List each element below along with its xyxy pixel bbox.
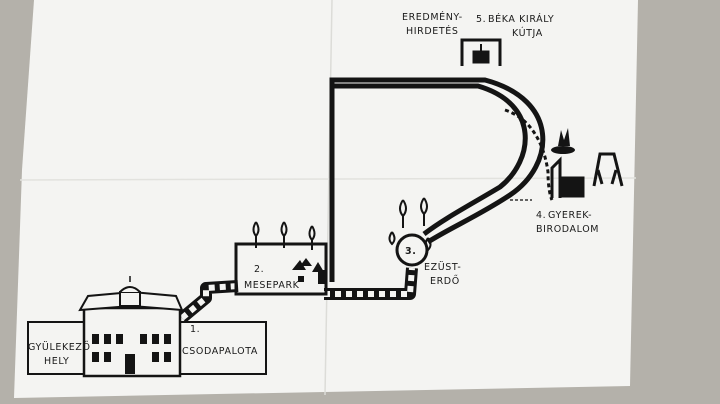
station-4-name-2: BIRODALOM <box>536 224 599 235</box>
station-5-number: 5. <box>476 14 486 25</box>
results-label: EREDMÉNY- <box>402 11 463 23</box>
paper-fold-horizontal <box>19 177 637 181</box>
playground-icon <box>550 152 624 198</box>
forest-label: EZÜST- <box>424 262 461 273</box>
results-label-2: HIRDETÉS <box>406 25 459 37</box>
well-icon <box>460 38 502 66</box>
station-2-name: MESEPARK <box>244 280 300 291</box>
station-1-name: CSODAPALOTA <box>182 346 258 357</box>
palace-building <box>27 276 267 378</box>
mesepark-area <box>234 242 328 296</box>
forest-label-2: ERDŐ <box>430 276 460 287</box>
meeting-point-label-2: HELY <box>44 356 69 367</box>
station-5-name-2: KÚTJA <box>512 27 543 39</box>
station-5-name: BÉKA KIRÁLY <box>488 13 554 25</box>
meeting-point-label: GYÜLEKEZŐ <box>28 342 91 353</box>
station-4-number: 4. <box>536 210 546 221</box>
station-4-name: GYEREK- <box>548 210 592 221</box>
path-to-gyerekbirodalom <box>504 108 554 201</box>
station-3-marker <box>395 233 429 267</box>
paper-fold-vertical <box>324 0 333 396</box>
station-1-number: 1. <box>190 324 200 335</box>
tree-icons <box>252 197 432 252</box>
station-2-number: 2. <box>254 264 264 275</box>
fountain-icon <box>551 128 575 154</box>
path-loop <box>329 77 546 282</box>
station-3-number: 3. <box>405 246 416 257</box>
